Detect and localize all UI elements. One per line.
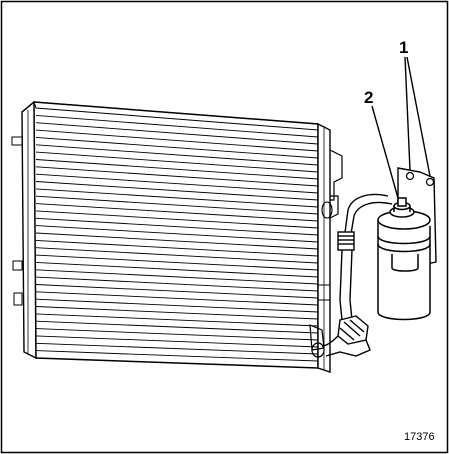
condenser-fin — [35, 114, 319, 138]
condenser-fin — [35, 210, 319, 229]
condenser-fin — [35, 276, 319, 292]
condenser-fin — [35, 350, 319, 362]
condenser-fin — [35, 291, 319, 306]
condenser-fin — [35, 166, 319, 187]
condenser-fin — [35, 284, 319, 299]
condenser-fin — [35, 254, 319, 271]
condenser-fin — [35, 342, 319, 355]
condenser-fin — [35, 122, 319, 145]
condenser-fin — [35, 159, 319, 180]
callout-1: 1 — [399, 38, 409, 57]
callout-leaders — [371, 56, 431, 199]
callout-2: 2 — [364, 88, 374, 107]
condenser-fin — [35, 195, 319, 215]
condenser-fin — [35, 217, 319, 236]
condenser-fin — [35, 225, 319, 243]
refrigerant-pipes — [321, 193, 393, 357]
condenser-fin — [35, 320, 319, 334]
condenser-fin — [35, 328, 319, 341]
condenser-fin — [35, 188, 319, 208]
condenser-fin — [35, 232, 319, 250]
condenser — [11, 100, 343, 373]
condenser-fin — [35, 136, 319, 159]
condenser-fin — [35, 203, 319, 222]
condenser-fin — [35, 247, 319, 264]
condenser-fin — [35, 181, 319, 201]
condenser-fin — [35, 261, 319, 278]
condenser-fin — [35, 306, 319, 320]
condenser-fin — [35, 239, 319, 257]
condenser-fin — [35, 298, 319, 313]
condenser-fin — [35, 151, 319, 173]
dehydrator-bottle — [377, 167, 437, 321]
condenser-fin — [35, 269, 319, 285]
condenser-fin — [35, 173, 319, 194]
condenser-fin — [35, 144, 319, 166]
condenser-fin — [35, 129, 319, 152]
condenser-fin — [35, 335, 319, 348]
condenser-fin — [35, 313, 319, 327]
figure-number: 17376 — [404, 431, 435, 443]
